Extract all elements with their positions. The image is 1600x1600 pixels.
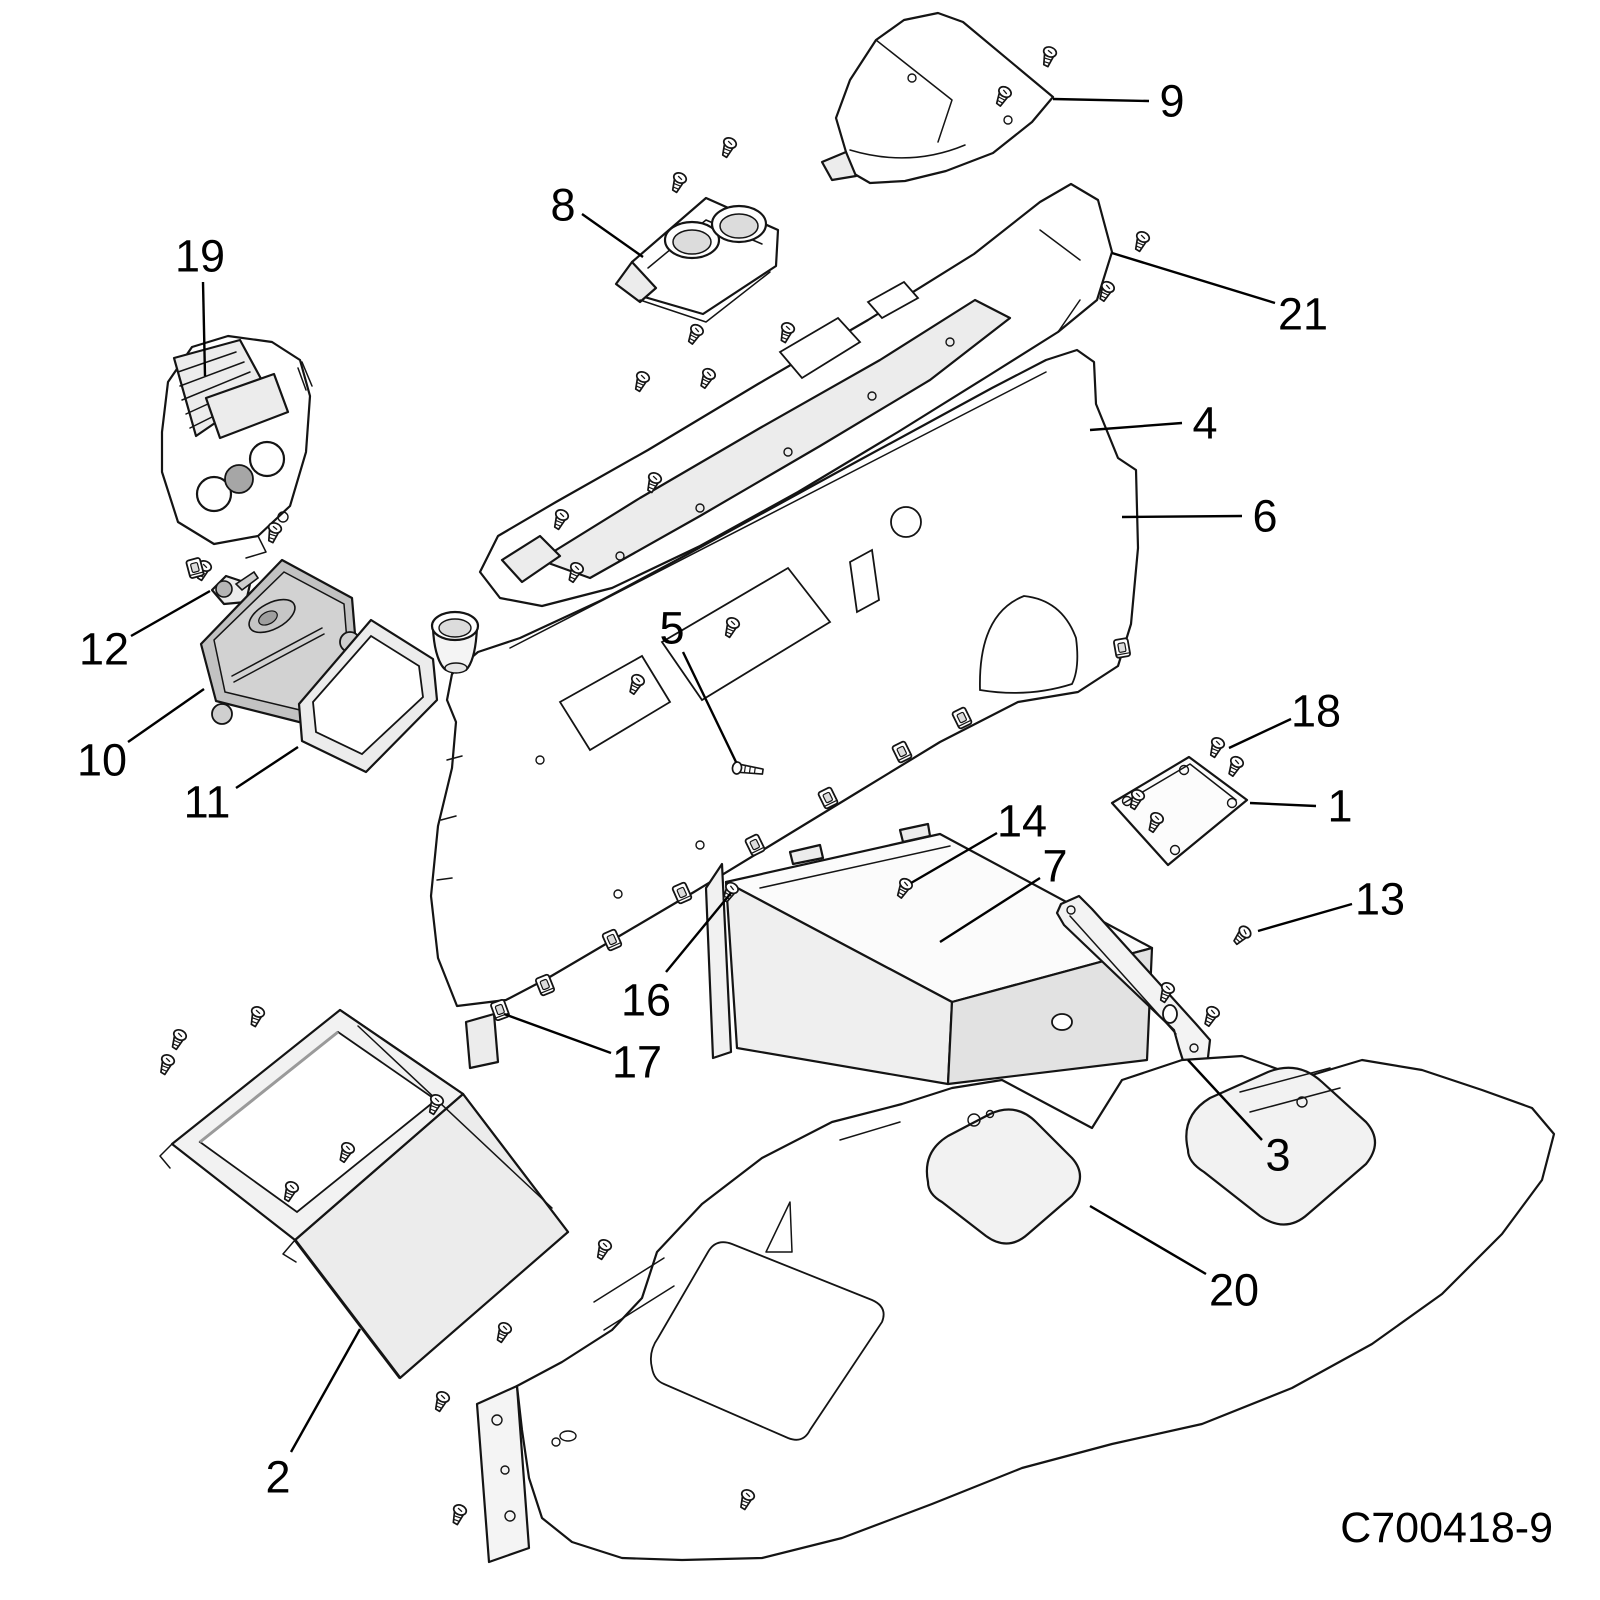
callout-leader-20 bbox=[1089, 1204, 1207, 1276]
screw-icon bbox=[630, 369, 652, 394]
callout-leader-4 bbox=[1089, 421, 1183, 432]
screw-icon bbox=[155, 1052, 177, 1077]
callout-number-13: 13 bbox=[1355, 874, 1405, 925]
callout-leader-19 bbox=[201, 281, 207, 377]
screw-icon bbox=[1229, 923, 1254, 948]
callout-number-3: 3 bbox=[1265, 1130, 1290, 1181]
callout-leader-6 bbox=[1121, 514, 1243, 519]
callout-number-18: 18 bbox=[1291, 686, 1341, 737]
screw-icon bbox=[775, 320, 797, 345]
screw-icon bbox=[1199, 1003, 1222, 1029]
callout-leader-13 bbox=[1257, 902, 1353, 933]
part-7-storage-bin bbox=[704, 822, 1154, 1086]
clip-icon bbox=[534, 973, 556, 997]
callout-leader-5 bbox=[681, 651, 738, 763]
callout-number-4: 4 bbox=[1192, 398, 1217, 449]
screw-icon bbox=[491, 1319, 514, 1345]
screw-icon bbox=[1038, 44, 1059, 69]
callout-leader-2 bbox=[289, 1328, 362, 1453]
callout-number-11: 11 bbox=[184, 777, 231, 828]
part-21-upper-console bbox=[478, 182, 1114, 608]
callout-number-17: 17 bbox=[612, 1037, 662, 1088]
callout-leader-11 bbox=[235, 745, 299, 790]
part-19-instrument-bezel bbox=[160, 334, 313, 559]
callout-number-19: 19 bbox=[175, 231, 225, 282]
clip-icon bbox=[1112, 637, 1132, 659]
part-8-cup-holder-tray bbox=[614, 196, 780, 323]
part-1-mounting-plate bbox=[1110, 755, 1249, 867]
screw-icon bbox=[683, 321, 706, 347]
part-20-lower-dash-panel bbox=[475, 1054, 1556, 1564]
screw-icon bbox=[717, 135, 739, 160]
callout-leader-16 bbox=[665, 892, 732, 973]
callout-number-14: 14 bbox=[997, 796, 1047, 847]
callout-leader-1 bbox=[1249, 801, 1317, 808]
callout-number-21: 21 bbox=[1278, 289, 1328, 340]
part-9-console-top-cover bbox=[820, 11, 1055, 185]
callout-number-6: 6 bbox=[1252, 491, 1277, 542]
callout-leader-18 bbox=[1228, 717, 1292, 750]
callout-leader-3 bbox=[1187, 1059, 1263, 1141]
diagram-code: C700418-9 bbox=[1340, 1504, 1553, 1552]
callout-leader-7 bbox=[939, 876, 1041, 944]
callout-leader-17 bbox=[503, 1012, 612, 1055]
callout-number-1: 1 bbox=[1327, 781, 1352, 832]
screw-icon bbox=[695, 365, 718, 391]
callout-leader-8 bbox=[581, 213, 644, 258]
part-11-glove-box-seal bbox=[297, 618, 439, 774]
callout-leader-10 bbox=[127, 688, 205, 743]
screw-icon bbox=[592, 1237, 614, 1262]
screw-icon bbox=[166, 1026, 189, 1052]
callout-number-7: 7 bbox=[1042, 841, 1067, 892]
screw-icon bbox=[447, 1502, 469, 1527]
callout-number-8: 8 bbox=[550, 180, 575, 231]
callout-leader-9 bbox=[1052, 97, 1150, 103]
callout-number-12: 12 bbox=[79, 624, 129, 675]
callout-number-9: 9 bbox=[1159, 76, 1184, 127]
callout-leader-14 bbox=[910, 831, 998, 885]
part-2-glove-box-housing bbox=[159, 1008, 570, 1380]
screw-icon bbox=[1130, 229, 1152, 254]
callout-number-20: 20 bbox=[1209, 1265, 1259, 1316]
screw-icon bbox=[430, 1389, 452, 1414]
part-12-latch bbox=[210, 570, 260, 606]
callout-leader-21 bbox=[1111, 251, 1276, 305]
callout-number-10: 10 bbox=[77, 735, 127, 786]
callout-number-5: 5 bbox=[659, 603, 684, 654]
callout-number-2: 2 bbox=[265, 1452, 290, 1503]
callout-number-16: 16 bbox=[621, 975, 671, 1026]
screw-icon bbox=[1205, 735, 1227, 760]
screw-icon bbox=[667, 170, 689, 195]
screw-icon bbox=[245, 1004, 267, 1029]
callout-leader-12 bbox=[130, 589, 211, 638]
screw-icon bbox=[1223, 753, 1246, 779]
